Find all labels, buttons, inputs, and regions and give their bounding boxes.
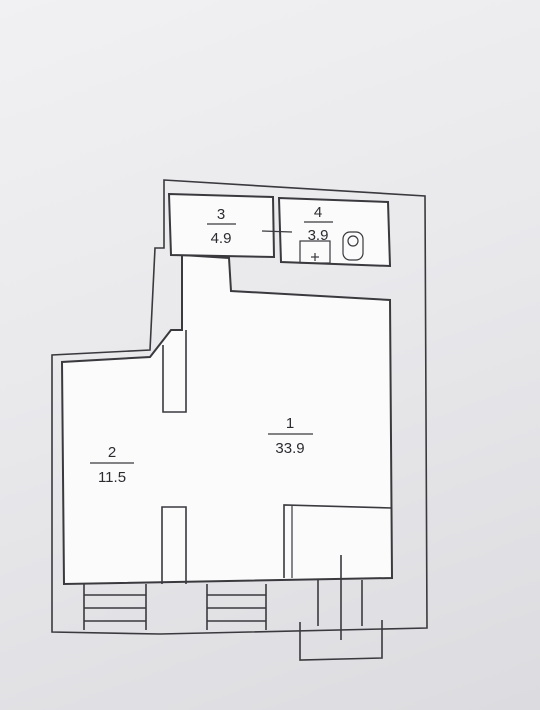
room-3-label: 3 4.9 xyxy=(207,206,236,247)
room-2-label: 2 11.5 xyxy=(90,444,134,486)
room-1-area: 33.9 xyxy=(275,440,304,457)
room-2-area: 11.5 xyxy=(98,469,126,486)
partition-lower xyxy=(161,506,187,584)
room-4-area: 3.9 xyxy=(308,227,329,244)
outer-wall xyxy=(51,179,428,635)
toilet-bowl xyxy=(347,235,359,247)
room-2-number: 2 xyxy=(108,444,116,461)
room-3-number: 3 xyxy=(217,206,225,223)
bay-niche xyxy=(283,504,393,578)
window-center xyxy=(206,584,267,630)
room-1-label: 1 33.9 xyxy=(268,415,313,457)
interior-area xyxy=(60,253,394,586)
partition-upper xyxy=(162,330,187,413)
room-4-label: 4 3.9 xyxy=(304,204,333,244)
room-1-number: 1 xyxy=(286,415,294,432)
toilet-fixture xyxy=(342,231,364,261)
entrance-door xyxy=(299,555,383,661)
door-mark xyxy=(261,230,293,233)
room-4-walls xyxy=(277,196,392,268)
sink-fixture xyxy=(299,240,331,264)
room-3-area: 4.9 xyxy=(211,230,232,247)
window-left xyxy=(83,584,147,630)
room-3-walls xyxy=(167,192,276,259)
room-4-number: 4 xyxy=(314,204,322,221)
